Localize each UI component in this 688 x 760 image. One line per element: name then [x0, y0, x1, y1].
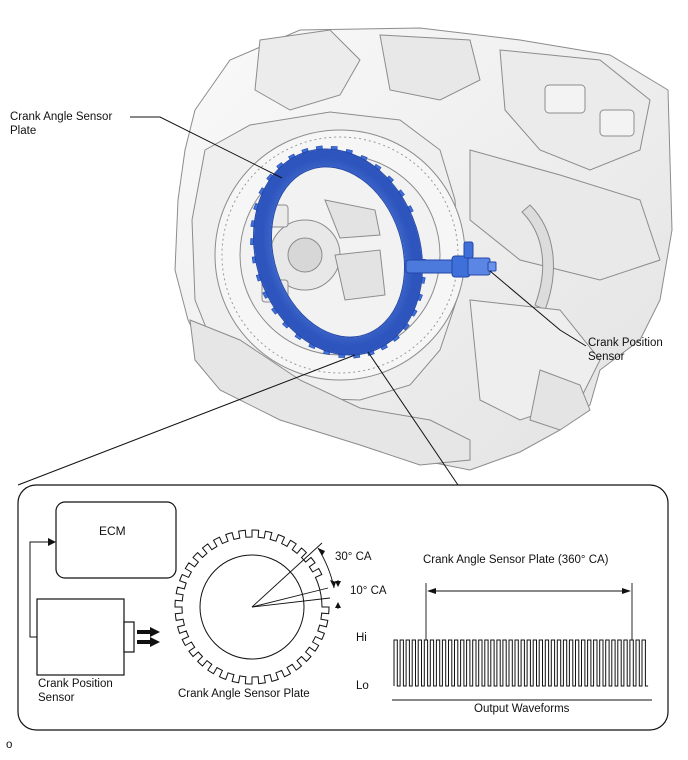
span-arrow-left-icon [427, 588, 436, 594]
callout-sensor-line2: Sensor [588, 351, 625, 363]
callout-plate-line2: Plate [10, 125, 37, 137]
crank-position-sensor-part [405, 241, 497, 278]
lo-label: Lo [356, 680, 369, 692]
callout-leaders [17, 116, 587, 486]
output-waveform [393, 639, 649, 687]
flux-arrows-icon [137, 627, 160, 647]
arrow-30-bottom-icon [330, 580, 336, 588]
waveform-span-dimension [425, 583, 633, 640]
angle-10-label: 10° CA [350, 585, 387, 597]
sensor-label-line1: Crank Position [38, 678, 113, 690]
span-arrow-right-icon [622, 588, 631, 594]
sensor-plate-gear [174, 529, 331, 685]
crank-angle-sensor-plate-ring [250, 145, 426, 359]
figure-id: o [6, 739, 13, 751]
waveform-title: Crank Angle Sensor Plate (360° CA) [423, 554, 609, 566]
signal-wire [29, 541, 52, 638]
arrow-30-top-icon [318, 548, 325, 556]
callout-sensor-line1: Crank Position [588, 337, 663, 349]
plate-label: Crank Angle Sensor Plate [178, 688, 310, 700]
arrow-10-bottom-icon [335, 602, 341, 608]
hi-label: Hi [356, 632, 367, 644]
angle-30-label: 30° CA [335, 551, 372, 563]
engine-illustration [174, 27, 673, 471]
waveform-caption: Output Waveforms [474, 703, 570, 715]
ecm-box [55, 501, 177, 579]
callout-plate-line1: Crank Angle Sensor [10, 111, 113, 123]
ecm-label: ECM [99, 524, 126, 538]
signal-arrow-icon [48, 538, 56, 546]
sensor-label-line2: Sensor [38, 692, 75, 704]
arrow-10-top-icon [335, 581, 341, 587]
sensor-box [36, 598, 135, 676]
detail-panel [17, 484, 669, 731]
